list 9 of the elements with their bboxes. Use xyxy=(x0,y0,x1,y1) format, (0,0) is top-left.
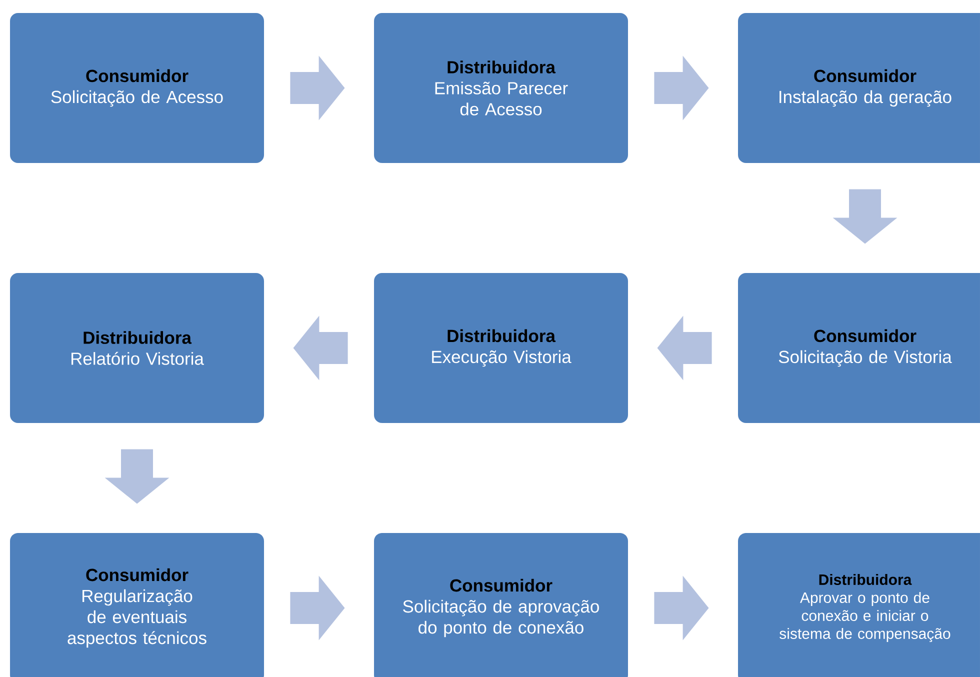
process-box: Consumidor Solicitação de Vistoria xyxy=(738,273,980,423)
process-box: Consumidor Instalação da geração xyxy=(738,13,980,163)
process-box: Consumidor Regularização de eventuais aspectos técnicos xyxy=(10,533,264,677)
process-box: Distribuidora Emissão Parecer de Acesso xyxy=(374,13,628,163)
process-box: Distribuidora Execução Vistoria xyxy=(374,273,628,423)
process-box: Consumidor Solicitação de Acesso xyxy=(10,13,264,163)
process-box: Consumidor Solicitação de aprovação do ponto de conexão xyxy=(374,533,628,677)
process-box: Distribuidora Relatório Vistoria xyxy=(10,273,264,423)
process-box: Distribuidora Aprovar o ponto de conexão e iniciar o sistema de compensação xyxy=(738,533,980,677)
